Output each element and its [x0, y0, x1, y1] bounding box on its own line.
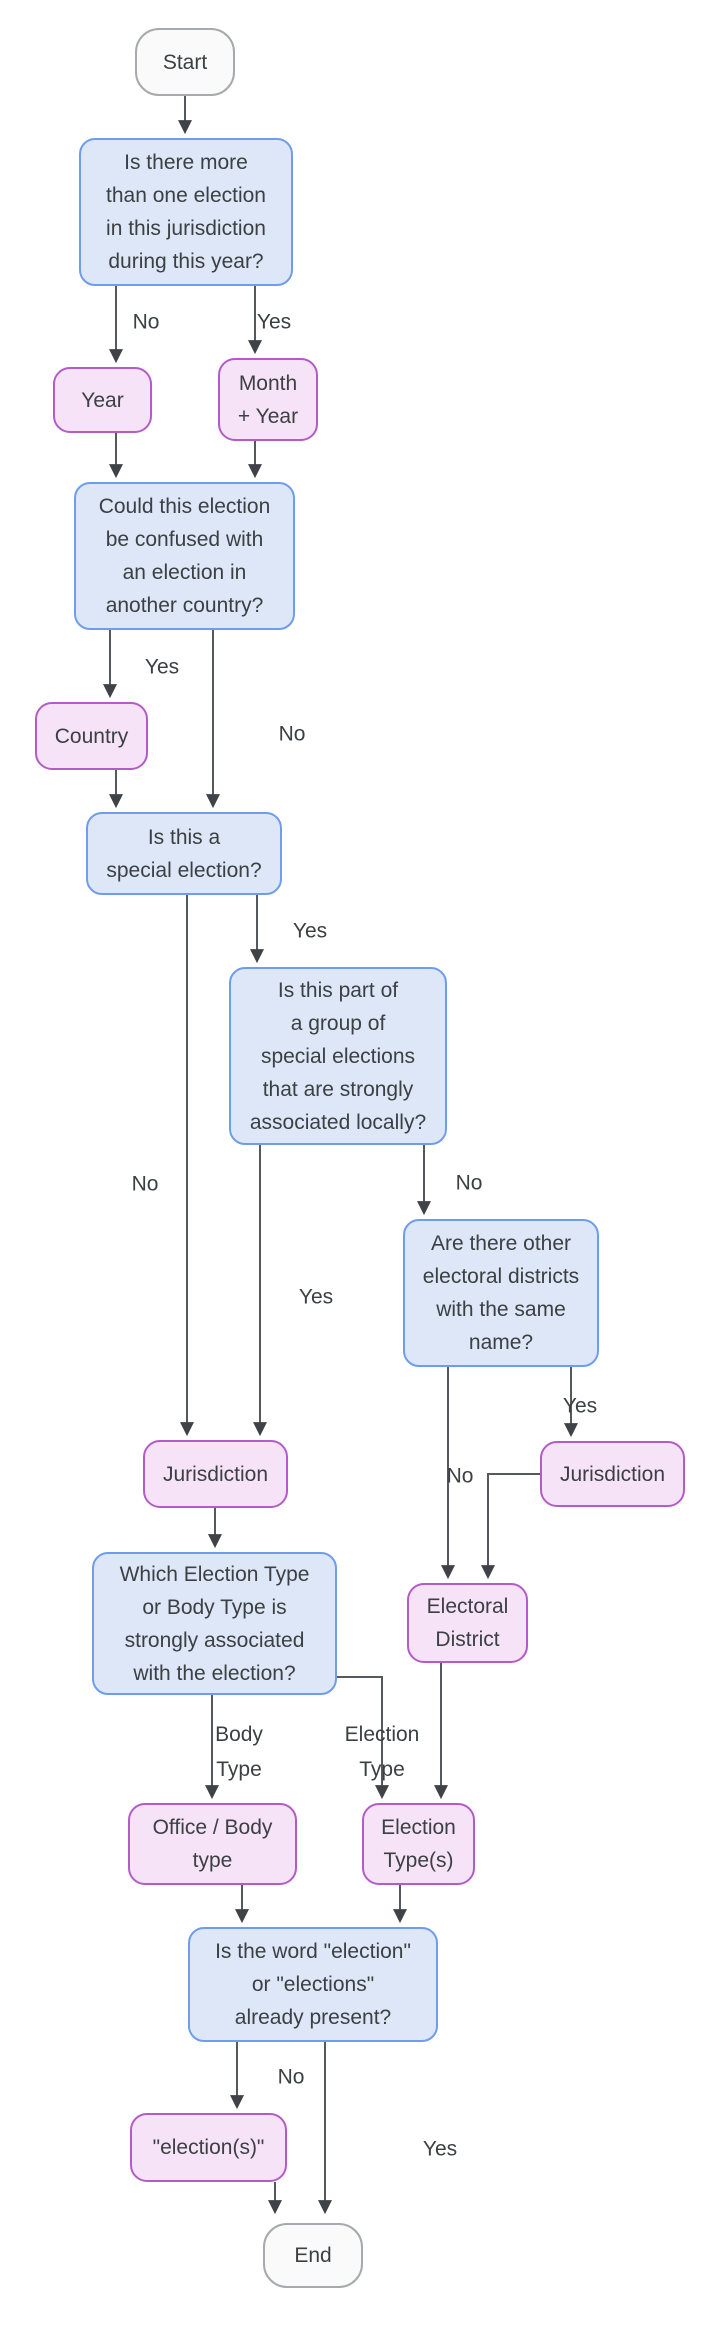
- node-label-line: or "elections": [251, 1973, 375, 1996]
- edge-label-q-word-present-to-end: Yes: [422, 2137, 458, 2161]
- node-label-line: Month: [238, 371, 298, 395]
- node-label-line: + Year: [237, 404, 299, 428]
- node-country: Country: [35, 702, 148, 770]
- node-label-line: Country: [54, 724, 129, 748]
- node-label-line: Is the word "election": [215, 1940, 411, 1963]
- flow-edge-jurisdiction-right-to-electoral-district: [481, 1473, 540, 1580]
- node-q-which-type: Which Election Type or Body Type is strong…: [92, 1552, 337, 1695]
- node-elections-word: "election(s)": [130, 2113, 287, 2182]
- node-label-line: Electoral: [426, 1595, 509, 1618]
- node-label-line: Office / Body: [152, 1816, 273, 1839]
- edge-label-q-word-present-to-elections-word: No: [277, 2065, 305, 2089]
- node-jurisdiction-left: Jurisdiction: [143, 1440, 288, 1508]
- node-label-line: with the same: [436, 1298, 566, 1321]
- node-office-body-type: Office / Body type: [128, 1803, 297, 1885]
- edge-label-q-special-election-to-q-group-special: Yes: [292, 919, 328, 943]
- node-label-line: that are strongly: [262, 1077, 414, 1101]
- node-label-line: Is this part of: [277, 978, 399, 1002]
- edge-label-q-confused-country-to-country: Yes: [144, 655, 180, 679]
- node-label-line: special election?: [106, 858, 262, 882]
- node-end: End: [263, 2223, 363, 2288]
- edge-label-q-other-districts-to-electoral-district: No: [446, 1464, 474, 1488]
- node-label-line: Which Election Type: [119, 1562, 310, 1586]
- node-label-line: Could this election: [98, 495, 271, 518]
- node-label-line: Is this a: [147, 825, 221, 849]
- node-q-other-districts: Are there other electoral districts with t…: [403, 1219, 599, 1367]
- node-label-line: "election(s)": [152, 2136, 265, 2159]
- node-q-special-election: Is this a special election?: [86, 812, 282, 895]
- node-label-line: Are there other: [430, 1232, 572, 1255]
- node-month-year: Month + Year: [218, 358, 318, 441]
- node-year: Year: [53, 367, 152, 433]
- node-label-line: Election: [381, 1816, 456, 1839]
- node-q-word-present: Is the word "election" or "elections" alre…: [188, 1927, 438, 2042]
- edge-label-q-confused-country-to-q-special-election: No: [278, 722, 306, 746]
- node-label-line: with the election?: [133, 1661, 296, 1685]
- node-label-line: a group of: [290, 1011, 386, 1035]
- node-label-line: Start: [162, 50, 208, 74]
- edge-label-q-multiple-elections-to-year: No: [132, 310, 160, 334]
- node-q-confused-country: Could this election be confused with an el…: [74, 482, 295, 630]
- node-label-line: be confused with: [105, 528, 264, 551]
- node-label-line: Year: [81, 388, 124, 412]
- node-label-line: Type(s): [383, 1849, 454, 1872]
- node-label-line: name?: [468, 1331, 534, 1354]
- edge-label-q-other-districts-to-jurisdiction-right: Yes: [562, 1394, 598, 1418]
- node-label-line: special elections: [260, 1044, 416, 1068]
- node-label-line: End: [294, 2244, 332, 2267]
- node-label-line: type: [192, 1849, 233, 1872]
- node-label-line: in this jurisdiction: [106, 217, 266, 240]
- node-label-line: than one election: [106, 184, 266, 207]
- node-jurisdiction-right: Jurisdiction: [540, 1441, 685, 1507]
- node-q-group-special: Is this part of a group of special electio…: [229, 967, 447, 1145]
- node-label-line: or Body Type is: [142, 1595, 287, 1619]
- edge-label-q-special-election-to-jurisdiction-left: No: [131, 1172, 159, 1196]
- edge-label-q-group-special-to-q-other-districts: No: [455, 1171, 483, 1195]
- edge-label-q-group-special-to-jurisdiction-left: Yes: [298, 1285, 334, 1309]
- edge-label-q-multiple-elections-to-month-year: Yes: [256, 310, 292, 334]
- node-q-multiple-elections: Is there more than one election in this ju…: [79, 138, 293, 286]
- node-label-line: strongly associated: [124, 1628, 305, 1652]
- node-label-line: Jurisdiction: [162, 1462, 269, 1486]
- node-label-line: associated locally?: [249, 1110, 427, 1134]
- node-label-line: District: [435, 1628, 500, 1651]
- node-label-line: electoral districts: [422, 1265, 580, 1288]
- node-label-line: already present?: [234, 2006, 392, 2029]
- node-label-line: during this year?: [108, 250, 264, 273]
- node-label-line: Jurisdiction: [559, 1462, 666, 1486]
- node-start: Start: [135, 28, 235, 96]
- node-label-line: Is there more: [124, 151, 248, 174]
- node-label-line: an election in: [122, 561, 247, 584]
- flow-edge-q-which-type-to-election-types: [337, 1676, 389, 1800]
- node-label-line: another country?: [105, 594, 264, 617]
